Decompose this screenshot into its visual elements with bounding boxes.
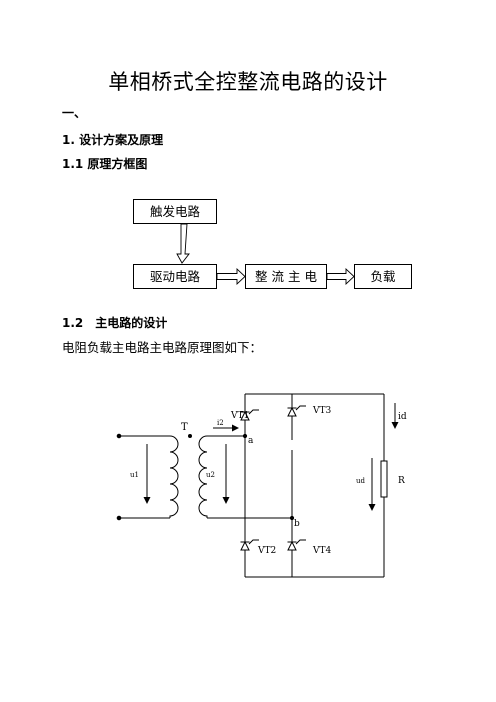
u1-label: u1 (130, 471, 139, 479)
page-title: 单相桥式全控整流电路的设计 (108, 70, 388, 94)
right-hollow-arrow-1 (216, 267, 246, 286)
trigger-circuit-box: 触发电路 (133, 199, 217, 224)
rectifier-main-box: 整 流 主 电 (245, 264, 327, 289)
thyristor-vt2 (240, 539, 259, 551)
vt4-label: VT4 (312, 546, 332, 556)
primary-terminal-top (116, 433, 122, 439)
circuit-intro-paragraph: 电阻负载主电路主电路原理图如下： (62, 340, 263, 355)
heading-main-circuit: 1.2 主电路的设计 (62, 316, 168, 330)
thyristor-vt4 (287, 539, 306, 551)
heading-block-diagram: 1.1 原理方框图 (62, 157, 148, 171)
vt1-label: VT1 (230, 411, 249, 421)
node-a-label: a (248, 436, 254, 446)
primary-coil (169, 435, 179, 518)
right-hollow-arrow-2 (326, 267, 355, 286)
thyristor-vt1 (240, 409, 259, 421)
vt2-label: VT2 (257, 546, 276, 556)
vt3-label: VT3 (312, 406, 332, 416)
down-hollow-arrow (176, 223, 190, 264)
secondary-coil (198, 435, 208, 518)
thyristor-vt3 (287, 405, 306, 417)
id-label: id (398, 412, 407, 422)
node-b-label: b (294, 519, 300, 529)
load-resistor (380, 460, 388, 498)
u2-label: u2 (206, 471, 215, 479)
primary-terminal-bottom (116, 515, 122, 521)
driver-circuit-box: 驱动电路 (133, 264, 217, 289)
transformer-label: T (181, 422, 188, 433)
heading-design-principle: 1. 设计方案及原理 (62, 133, 164, 147)
ud-label: ud (356, 477, 366, 485)
resistor-label: R (398, 476, 405, 486)
block-diagram-arrows (176, 223, 355, 286)
section-one-heading: 一、 (62, 106, 87, 120)
i2-label: i2 (217, 419, 224, 427)
